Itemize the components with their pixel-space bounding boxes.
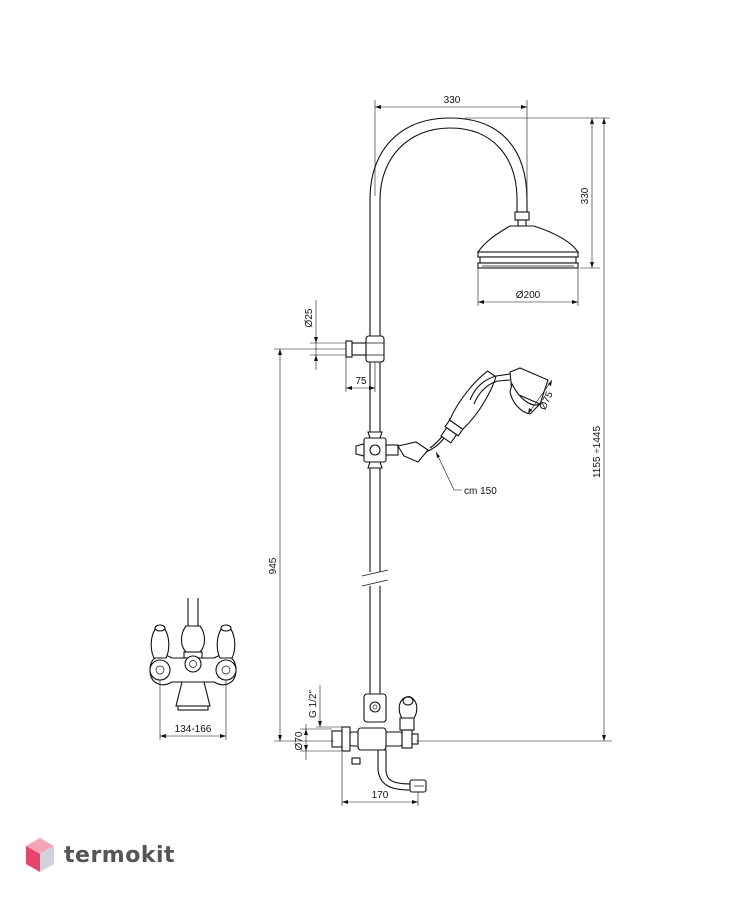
dim-head-arm-height-label: 330: [580, 187, 591, 204]
dim-hose-length-label: cm 150: [464, 486, 497, 497]
dim-mixer-to-bracket: 945: [268, 348, 346, 742]
cube-logo-icon: [26, 838, 54, 872]
wall-bracket: [345, 335, 385, 363]
dim-connection-thread: G 1/2": [308, 685, 342, 728]
brand-watermark: termokit: [24, 835, 175, 875]
dim-spout-reach-label: 170: [372, 790, 389, 801]
dim-rail-tube-diameter: Ø25: [304, 300, 346, 370]
dim-overall-height-label: 1155 ÷1445: [592, 426, 603, 478]
sliding-holder: [355, 431, 429, 469]
bath-spout: [377, 749, 427, 793]
mixer-front-view: [149, 598, 237, 711]
dim-head-arm-height: 330: [465, 117, 610, 269]
riser-rail: [361, 340, 389, 694]
dim-bracket-offset-label: 75: [355, 376, 367, 387]
dim-bracket-offset: 75: [345, 357, 376, 392]
dim-connection-thread-label: G 1/2": [308, 690, 319, 718]
dim-mixer-to-bracket-label: 945: [268, 557, 279, 574]
dim-connection-diameter: Ø70: [294, 724, 342, 760]
dim-inlet-centres: 134-166: [159, 680, 227, 740]
brand-name: termokit: [64, 842, 176, 868]
dim-head-arm-reach-label: 330: [444, 95, 461, 106]
dim-overall-height: 1155 ÷1445: [416, 118, 612, 742]
hand-shower: [425, 367, 549, 453]
shower-arm: [369, 117, 528, 340]
dim-inlet-centres-label: 134-166: [175, 724, 212, 735]
dim-hose-length: cm 150: [435, 451, 497, 497]
dim-head-arm-reach: 330: [374, 95, 528, 212]
dim-spout-reach: 170: [341, 752, 419, 806]
dim-rail-tube-diameter-label: Ø25: [304, 308, 315, 327]
mixer-body: [331, 693, 419, 765]
dim-connection-diameter-label: Ø70: [294, 731, 305, 750]
dim-head-diameter-label: Ø200: [516, 290, 541, 301]
dim-head-diameter: Ø200: [477, 268, 579, 306]
rain-shower-head: [476, 211, 580, 269]
